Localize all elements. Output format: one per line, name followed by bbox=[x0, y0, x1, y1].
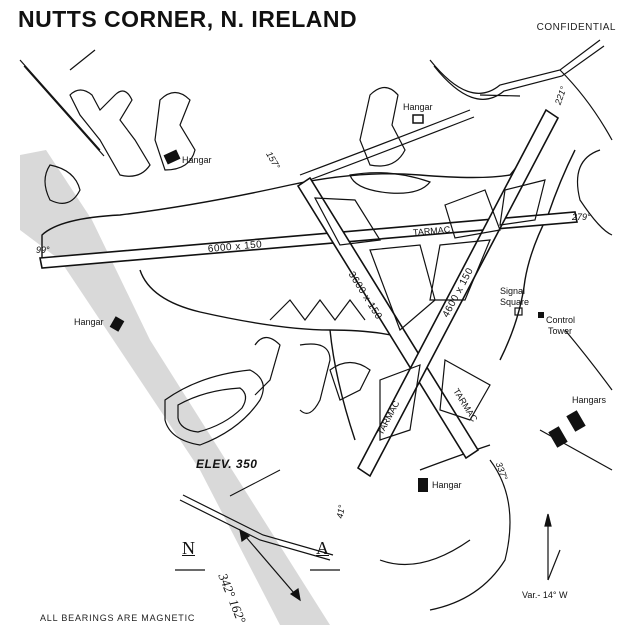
beacon-n: N bbox=[182, 538, 195, 558]
bearing-label-99: 99° bbox=[36, 245, 50, 255]
tarmac-areas bbox=[313, 179, 546, 441]
signal-square-label-2: Square bbox=[500, 297, 530, 307]
hangar-block-north bbox=[412, 114, 424, 124]
hangar-label-north: Hangar bbox=[403, 102, 433, 112]
variation-label: Var.- 14° W bbox=[522, 590, 568, 600]
hangar-block-east-2 bbox=[566, 410, 586, 432]
perimeter-taxiway bbox=[41, 149, 576, 471]
north-arrow bbox=[544, 513, 561, 581]
hangar-blocks bbox=[109, 114, 586, 492]
hangar-block-northwest bbox=[163, 149, 181, 165]
control-tower-label-1: Control bbox=[546, 315, 576, 325]
dispersal-loops bbox=[44, 86, 431, 446]
control-tower-mark bbox=[538, 312, 544, 318]
roads bbox=[19, 39, 613, 611]
beacon-a: A bbox=[316, 538, 329, 558]
elevation-leader bbox=[229, 469, 281, 497]
hangar-block-west bbox=[109, 316, 125, 332]
hangar-block-south bbox=[418, 478, 428, 492]
signal-square-label-1: Signal bbox=[500, 286, 526, 296]
radio-range-band bbox=[20, 150, 330, 625]
hangar-label-west: Hangar bbox=[74, 317, 104, 327]
classification-label: CONFIDENTIAL bbox=[536, 22, 616, 33]
hangar-label-northwest: Hangar bbox=[182, 155, 212, 165]
control-tower-label-2: Tower bbox=[548, 326, 573, 336]
map-title: NUTTS CORNER, N. IRELAND bbox=[18, 6, 358, 32]
runways bbox=[39, 108, 578, 478]
hangars-label-east: Hangars bbox=[572, 395, 607, 405]
range-arrow bbox=[239, 528, 301, 602]
bearing-label-279: 279° bbox=[572, 212, 591, 222]
hangar-block-east-1 bbox=[548, 426, 568, 448]
footer-note: ALL BEARINGS ARE MAGNETIC bbox=[40, 613, 196, 623]
hangar-label-south: Hangar bbox=[432, 480, 462, 490]
signal-square-mark bbox=[514, 307, 523, 316]
elevation-label: ELEV. 350 bbox=[196, 457, 258, 471]
